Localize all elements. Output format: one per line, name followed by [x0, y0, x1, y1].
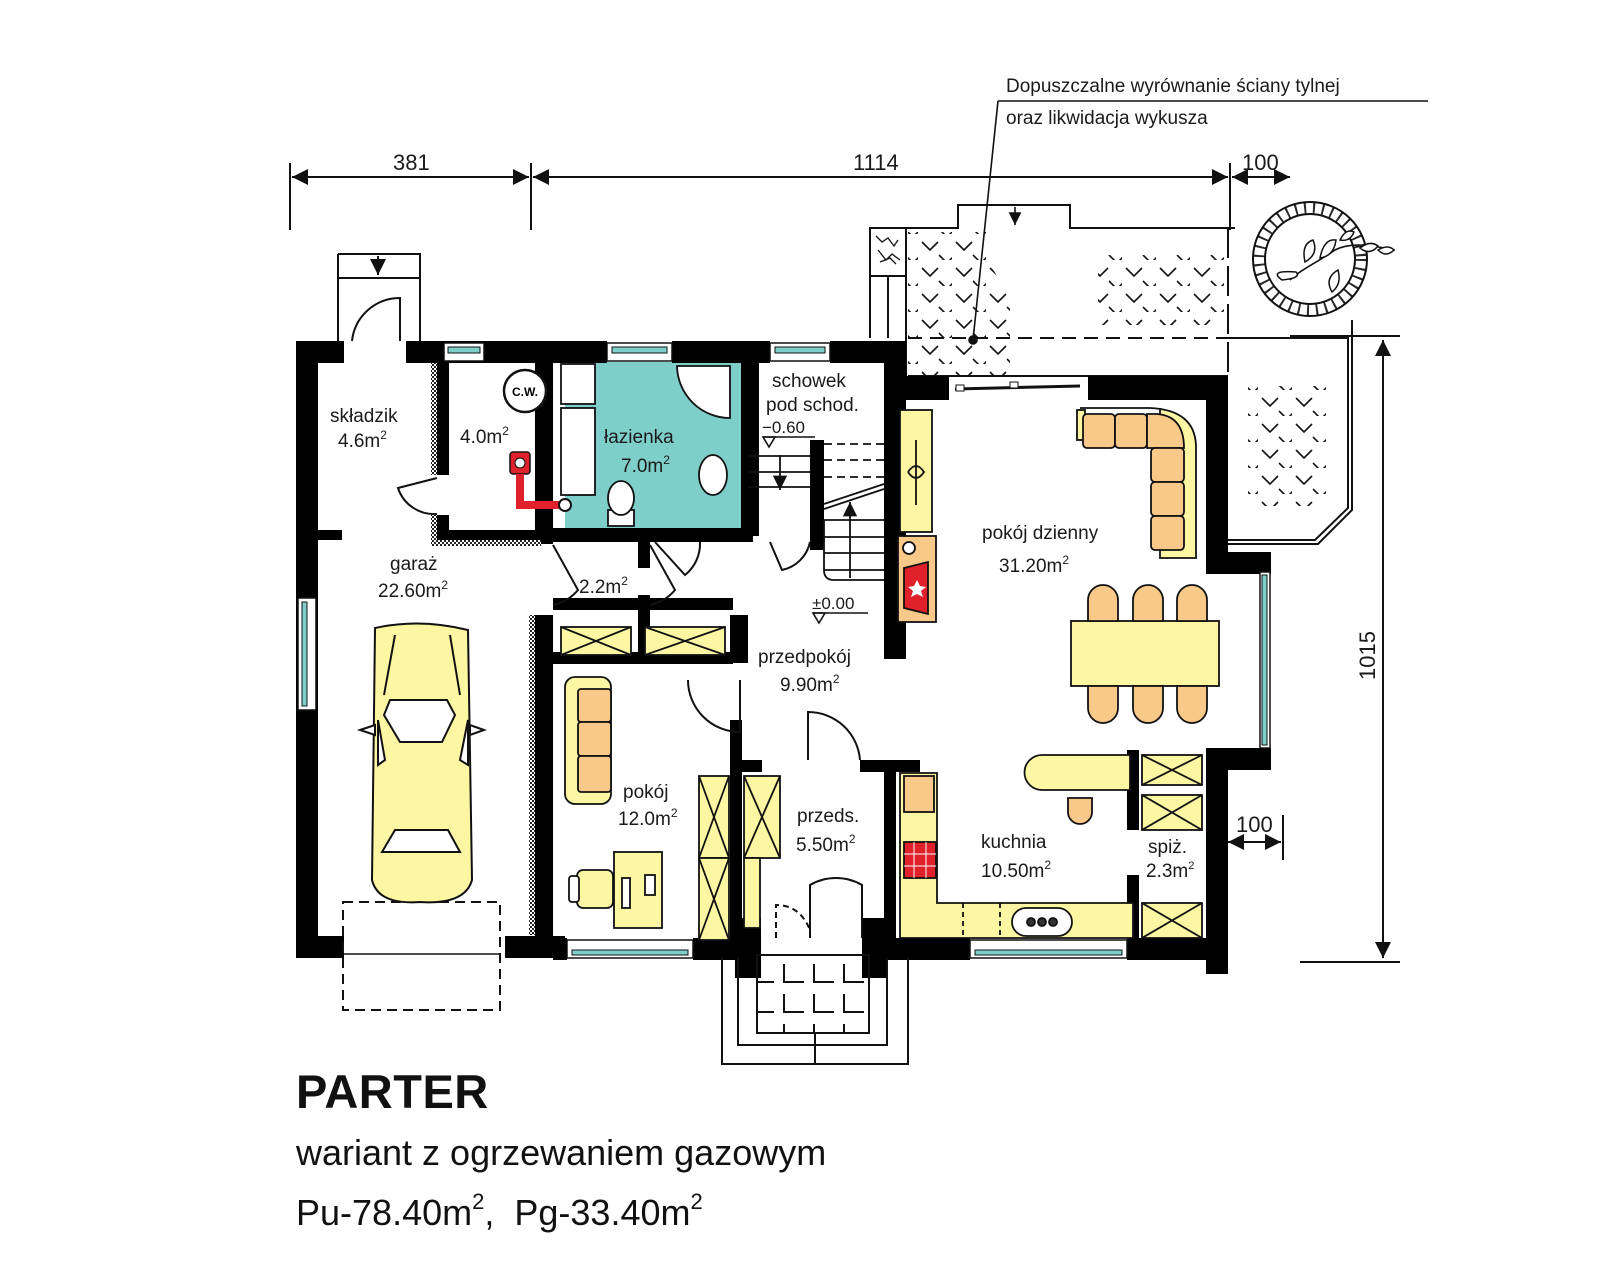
dimension-top — [289, 163, 1290, 230]
room-label-lazienka: łazienka 7.0m2 — [604, 427, 674, 477]
note-line-2: oraz likwidacja wykusza — [1006, 108, 1208, 129]
dining-table — [1070, 584, 1220, 724]
svg-text:przeds.: przeds. — [797, 806, 859, 827]
room-label-kuchnia: kuchnia 10.50m2 — [981, 832, 1051, 882]
doors — [337, 253, 863, 938]
planter-icon — [1252, 201, 1396, 317]
svg-text:schowek: schowek — [772, 371, 846, 392]
insulated-wall — [431, 363, 437, 475]
plan-subtitle: wariant z ogrzewaniem gazowym — [296, 1132, 827, 1173]
garage-area: Pg-33.40m — [514, 1192, 691, 1233]
windows — [297, 342, 1271, 959]
room-label-skladzik: składzik 4.6m2 — [330, 406, 398, 452]
bathroom-fixtures — [560, 363, 731, 527]
note-line-1: Dopuszczalne wyrównanie ściany tylnej — [1006, 76, 1340, 97]
dimension-right-label: 1015 — [1355, 631, 1380, 680]
svg-text:pokój: pokój — [623, 782, 668, 803]
svg-text:pod schod.: pod schod. — [766, 395, 859, 416]
room-label-cw: 4.0m2 — [460, 424, 509, 448]
dimension-top-left-label: 381 — [393, 150, 430, 175]
plan-title-block: PARTER wariant z ogrzewaniem gazowym Pu-… — [296, 1068, 826, 1231]
svg-text:przedpokój: przedpokój — [758, 647, 851, 668]
svg-text:5.50m2: 5.50m2 — [796, 832, 856, 856]
svg-text:31.20m2: 31.20m2 — [999, 553, 1069, 577]
usable-area-sup: 2 — [472, 1189, 485, 1214]
room-label-garaz: garaż 22.60m2 — [378, 554, 448, 602]
room-furniture — [564, 676, 663, 929]
svg-text:7.0m2: 7.0m2 — [621, 453, 670, 477]
wardrobes — [560, 626, 781, 941]
cw-label: C.W. — [512, 385, 538, 399]
living-room-sofa — [1076, 407, 1197, 559]
svg-text:2.3m2: 2.3m2 — [1146, 860, 1194, 882]
svg-text:10.50m2: 10.50m2 — [981, 858, 1051, 882]
room-label-spiz: spiż. 2.3m2 — [1146, 837, 1194, 882]
water-heater-icon: C.W. — [502, 368, 548, 414]
level-markers — [761, 436, 868, 625]
dimension-right-offset-label: 100 — [1236, 812, 1273, 837]
svg-text:4.0m2: 4.0m2 — [460, 424, 509, 448]
plan-title: PARTER — [296, 1065, 489, 1118]
svg-text:12.0m2: 12.0m2 — [618, 806, 678, 830]
terrace — [869, 204, 1353, 545]
boiler-icon — [509, 451, 572, 512]
svg-text:spiż.: spiż. — [1148, 837, 1187, 858]
svg-text:4.6m2: 4.6m2 — [338, 428, 387, 452]
insulated-wall — [431, 515, 437, 545]
insulated-wall — [529, 615, 535, 935]
svg-text:kuchnia: kuchnia — [981, 832, 1047, 853]
svg-text:łazienka: łazienka — [604, 427, 674, 448]
svg-text:pokój dzienny: pokój dzienny — [982, 523, 1099, 544]
level-basement-label: −0.60 — [762, 418, 805, 437]
svg-text:2.2m2: 2.2m2 — [579, 574, 628, 598]
svg-text:składzik: składzik — [330, 406, 398, 427]
svg-text:9.90m2: 9.90m2 — [780, 672, 840, 696]
area-separator: , — [484, 1192, 515, 1233]
staircase — [748, 443, 885, 581]
insulated-wall — [431, 540, 541, 546]
svg-text:22.60m2: 22.60m2 — [378, 578, 448, 602]
level-ground-label: ±0.00 — [812, 594, 854, 613]
plan-areas: Pu-78.40m2, Pg-33.40m2 — [296, 1191, 826, 1231]
dimension-right — [1228, 335, 1400, 963]
room-label-pokoj-dzienny: pokój dzienny 31.20m2 — [982, 523, 1099, 577]
entrance-steps — [721, 954, 909, 1065]
svg-text:garaż: garaż — [390, 554, 438, 575]
room-label-pokoj: pokój 12.0m2 — [618, 782, 678, 830]
room-label-schowek: schowek pod schod. — [766, 371, 859, 416]
usable-area: Pu-78.40m — [296, 1192, 473, 1233]
room-label-przeds: przeds. 5.50m2 — [796, 806, 859, 856]
car-icon — [356, 622, 487, 904]
dimension-top-right-label: 100 — [1242, 150, 1279, 175]
dimension-top-middle-label: 1114 — [853, 150, 899, 175]
garage-door-outline — [342, 901, 501, 1011]
fireplace-icon — [897, 409, 937, 623]
room-label-przedpokoj: przedpokój 9.90m2 — [758, 647, 851, 696]
garage-area-sup: 2 — [690, 1189, 703, 1214]
room-label-hall-small: 2.2m2 — [579, 574, 628, 598]
kitchen-units — [899, 754, 1203, 939]
